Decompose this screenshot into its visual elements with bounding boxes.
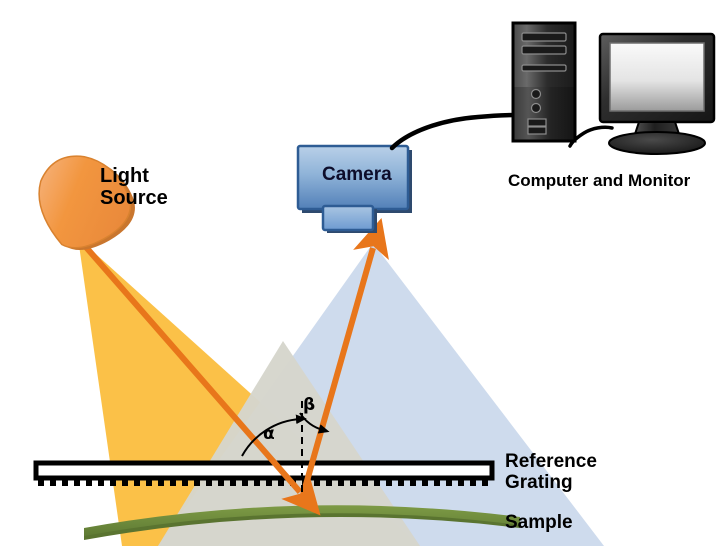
light-source[interactable] — [24, 138, 146, 262]
reflected-ray — [300, 217, 389, 496]
tower-drive-slot — [521, 64, 567, 72]
alpha-angle-label: α — [263, 424, 275, 444]
beta-angle-label: β — [303, 395, 316, 415]
ray-paths — [75, 217, 389, 516]
computer-tower[interactable] — [511, 21, 577, 143]
camera-label: Camera — [322, 164, 392, 185]
incident-ray — [75, 236, 321, 516]
monitor[interactable] — [598, 32, 716, 155]
tower-drive-bay-1 — [521, 32, 567, 42]
light-cones — [78, 238, 604, 546]
tower-port-lower — [527, 126, 547, 135]
tower-reset-button[interactable] — [530, 102, 542, 114]
beta-arc — [299, 412, 330, 434]
tower-outline — [511, 21, 577, 143]
tower-drive-bay-2 — [521, 45, 567, 55]
tower-port-upper — [527, 118, 547, 127]
light-source-body — [38, 155, 132, 249]
sample-label: Sample — [505, 512, 573, 533]
camera[interactable] — [296, 144, 412, 233]
reference-grating-label: Reference Grating — [505, 451, 597, 493]
grating-bar — [33, 460, 495, 481]
computer-and-monitor-label: Computer and Monitor — [508, 171, 691, 190]
alpha-arc — [241, 414, 307, 457]
monitor-screen — [609, 42, 705, 112]
light-source-label: Light Source — [100, 165, 168, 209]
tower-power-button[interactable] — [530, 88, 542, 100]
sample-part — [84, 505, 520, 540]
camera-data-cable — [389, 112, 519, 151]
sample-surface — [84, 505, 520, 536]
camera-lens — [321, 204, 375, 232]
monitor-base — [608, 131, 706, 155]
overlap-region — [158, 341, 420, 546]
